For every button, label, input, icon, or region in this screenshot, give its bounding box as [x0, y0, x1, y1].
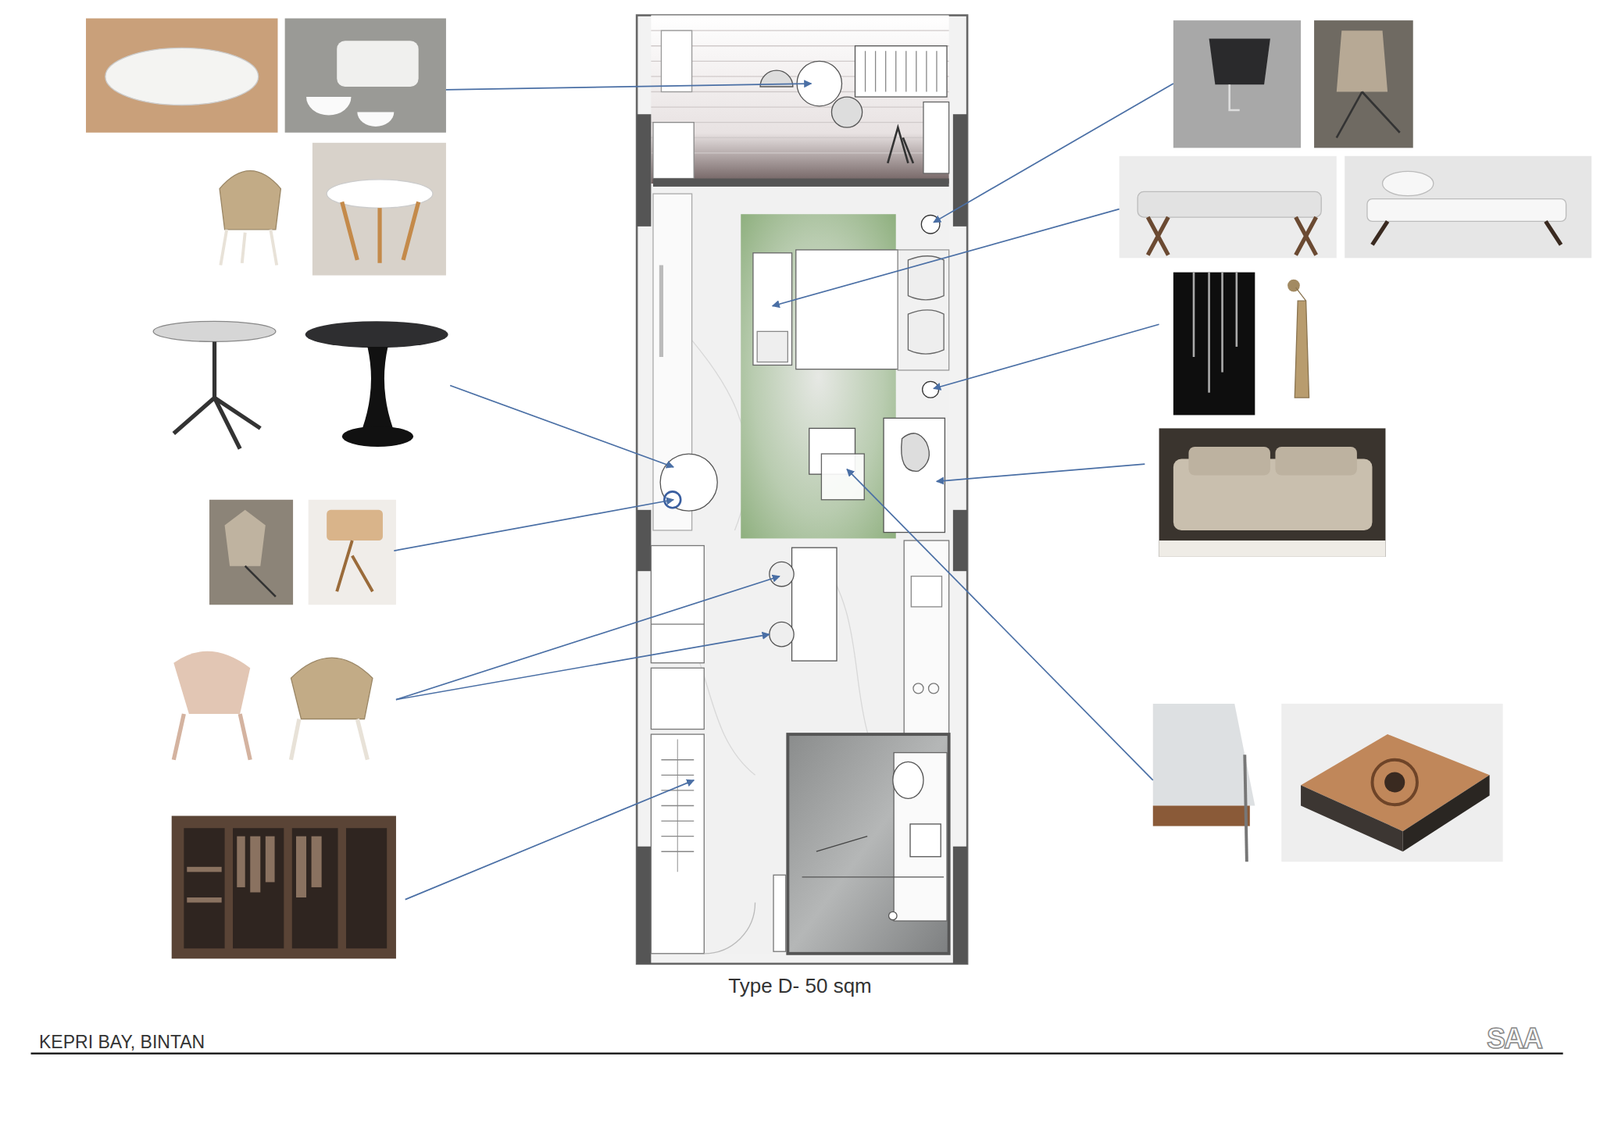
mood-photos: [85, 18, 1592, 960]
leader-lines: [393, 83, 1174, 900]
footer-rule: [31, 1052, 1564, 1055]
project-name: KEPRI BAY, BINTAN: [39, 1032, 205, 1053]
plan-caption: Type D- 50 sqm: [728, 975, 872, 998]
plan: [636, 15, 968, 965]
logo-text: SAA: [1486, 1023, 1542, 1055]
